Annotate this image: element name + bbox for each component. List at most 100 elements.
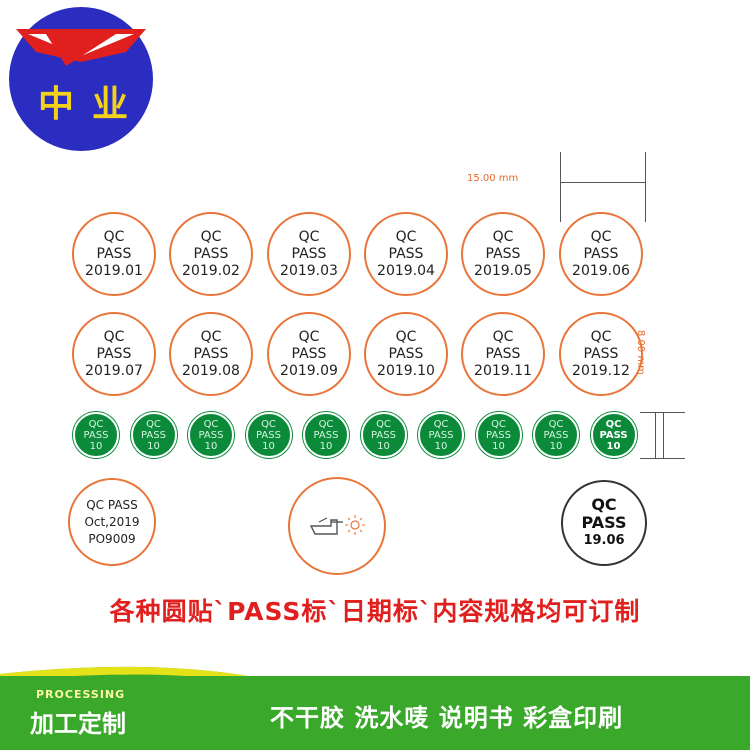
sticker-text-l2: PASS [388, 245, 424, 262]
green-sticker-text-l3: 10 [377, 440, 390, 452]
hand-sticker [288, 477, 386, 575]
green-sticker-text-l2: PASS [83, 429, 109, 441]
green-sticker-text-l2: PASS [198, 429, 224, 441]
sticker-text-l1: QC [492, 228, 514, 245]
green-sticker-text-l3: 10 [319, 440, 333, 452]
footer-band [0, 676, 750, 750]
green-sticker-text-l1: QC [548, 418, 564, 430]
processing-title: 加工定制 [30, 710, 126, 738]
custom-order-banner: 各种圆贴`PASS标`日期标`内容规格均可订制 [109, 597, 641, 626]
sticker-text-l1: QC [103, 228, 125, 245]
bold-qc-sticker: QC PASS 19.06 [561, 480, 647, 566]
green-sticker-text-l3: 10 [204, 440, 218, 452]
sticker-text-l2: PASS [291, 245, 327, 262]
green-dim-line-left [655, 412, 656, 458]
sticker-text-l2: PASS [193, 345, 229, 362]
green-dim-line-top [640, 412, 685, 413]
green-sticker-text-l3: 10 [89, 440, 103, 452]
sticker-text-l3: 2019.04 [377, 262, 435, 279]
sticker-text-l2: PASS [388, 345, 424, 362]
green-sticker-text-l1: QC [318, 418, 334, 430]
green-sticker-text-l2: PASS [313, 429, 339, 441]
sticker-text-l1: QC [395, 328, 417, 345]
zhongye-logo: 中 业 [9, 7, 153, 151]
sticker-text-l2: PASS [583, 345, 619, 362]
sticker-text-l3: 2019.01 [85, 262, 143, 279]
green-sticker-text-l3: 10 [606, 440, 621, 452]
sticker-text-l1: QC [492, 328, 514, 345]
sticker-text-l1: QC [590, 228, 612, 245]
green-dim-line-right [663, 412, 664, 458]
green-sticker-text-l2: PASS [256, 429, 281, 441]
green-sticker-text-l3: 10 [262, 440, 275, 452]
po-sticker: QC PASS Oct,2019 PO9009 [68, 478, 156, 566]
green-sticker-text-l2: PASS [543, 429, 569, 441]
green-sticker-text-l1: QC [433, 418, 449, 430]
po-sticker-line3: PO9009 [88, 531, 136, 546]
green-sticker-text-l2: PASS [599, 429, 628, 441]
sticker-text-l1: QC [590, 328, 612, 345]
sticker-text-l2: PASS [583, 245, 619, 262]
green-sticker-text-l2: PASS [141, 429, 166, 441]
sticker-text-l1: QC [298, 228, 320, 245]
sticker-text-l3: 2019.08 [182, 362, 240, 379]
logo-char-left: 中 [38, 84, 74, 125]
po-sticker-line1: QC PASS [86, 497, 138, 512]
sticker-text-l1: QC [200, 328, 222, 345]
green-sticker-text-l1: QC [88, 418, 104, 430]
dim-line-horizontal [560, 182, 646, 183]
sticker-text-l3: 2019.03 [280, 262, 338, 279]
green-sticker-text-l1: QC [491, 418, 506, 430]
green-sticker-text-l2: PASS [371, 429, 396, 441]
sticker-text-l3: 2019.12 [572, 362, 630, 379]
sticker-text-l3: 2019.06 [572, 262, 630, 279]
sticker-text-l3: 2019.07 [85, 362, 143, 379]
green-sticker-text-l1: QC [146, 418, 161, 430]
green-sticker-text-l2: PASS [428, 429, 454, 441]
green-sticker-text-l2: PASS [486, 429, 511, 441]
green-sticker-text-l3: 10 [492, 440, 505, 452]
sticker-text-l3: 2019.11 [474, 362, 532, 379]
sticker-text-l2: PASS [193, 245, 229, 262]
bold-sticker-line2: PASS [581, 513, 627, 532]
green-sticker-text-l1: QC [203, 418, 219, 430]
sticker-text-l1: QC [298, 328, 320, 345]
sticker-text-l2: PASS [96, 245, 132, 262]
bold-sticker-line3: 19.06 [583, 533, 625, 548]
sticker-text-l1: QC [200, 228, 222, 245]
green-sticker-text-l1: QC [605, 418, 622, 430]
bold-sticker-line1: QC [591, 495, 617, 514]
sticker-text-l2: PASS [485, 345, 521, 362]
sticker-text-l1: QC [103, 328, 125, 345]
green-sticker-text-l3: 10 [147, 440, 160, 452]
sticker-text-l3: 2019.05 [474, 262, 532, 279]
sticker-text-l1: QC [395, 228, 417, 245]
width-dimension-label: 15.00 mm [467, 173, 519, 184]
green-dim-line-bottom [640, 458, 685, 459]
green-sticker-text-l1: QC [376, 418, 391, 430]
logo-char-right: 业 [92, 84, 128, 125]
green-sticker-text-l3: 10 [549, 440, 563, 452]
services-list: 不干胶 洗水唛 说明书 彩盒印刷 [270, 704, 624, 732]
